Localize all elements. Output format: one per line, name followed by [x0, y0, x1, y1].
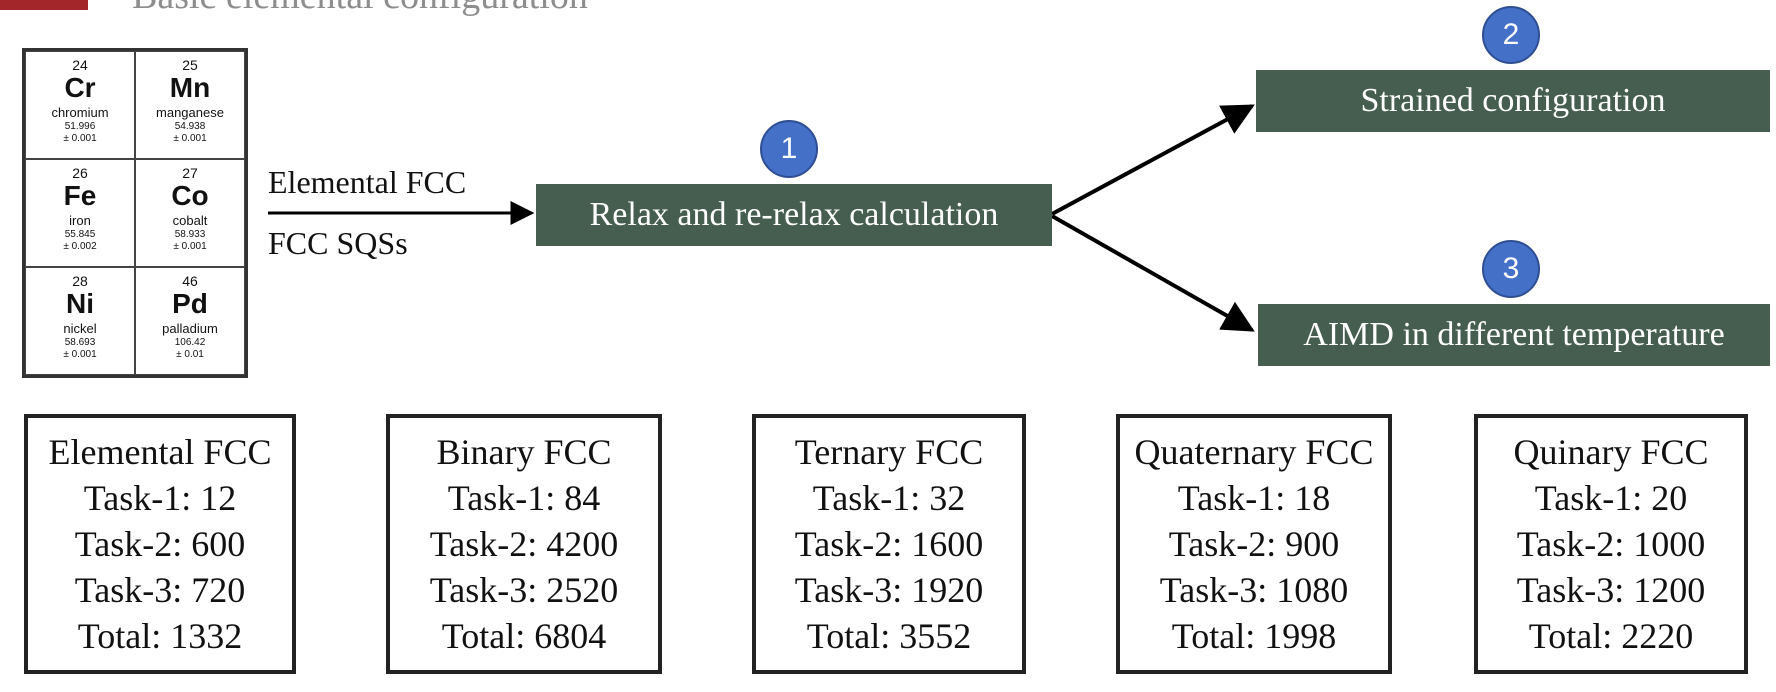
- task3-count: Task-3: 1080: [1159, 570, 1349, 610]
- task3-count: Task-3: 720: [74, 570, 246, 610]
- task2-count: Task-2: 1000: [1516, 524, 1706, 564]
- element-name: cobalt: [172, 213, 208, 228]
- elemental-fcc-label: Elemental FCC: [268, 164, 467, 200]
- task2-count: Task-2: 1600: [794, 524, 984, 564]
- mass-uncertainty: ± 0.001: [63, 349, 97, 360]
- total-count: Total: 3552: [806, 616, 972, 656]
- element-symbol: Co: [171, 180, 209, 211]
- element-name: nickel: [63, 321, 97, 336]
- count-box-quinary: Quinary FCC Task-1: 20 Task-2: 1000 Task…: [1474, 414, 1748, 674]
- element-cell-co: 27 Co cobalt 58.933 ± 0.001: [135, 159, 245, 267]
- element-symbol: Mn: [169, 72, 211, 103]
- element-cell-mn: 25 Mn manganese 54.938 ± 0.001: [135, 51, 245, 159]
- arrow-to-strained: [1051, 104, 1255, 216]
- task2-count: Task-2: 4200: [429, 524, 619, 564]
- total-count: Total: 1998: [1171, 616, 1337, 656]
- element-cell-cr: 24 Cr chromium 51.996 ± 0.001: [25, 51, 135, 159]
- element-symbol: Ni: [66, 288, 94, 319]
- count-box-ternary: Ternary FCC Task-1: 32 Task-2: 1600 Task…: [752, 414, 1026, 674]
- mass-uncertainty: ± 0.001: [63, 133, 97, 144]
- periodic-table: 24 Cr chromium 51.996 ± 0.001 25 Mn mang…: [22, 48, 248, 378]
- task3-count: Task-3: 2520: [429, 570, 619, 610]
- aimd-step-box: AIMD in different temperature: [1258, 304, 1770, 366]
- element-cell-ni: 28 Ni nickel 58.693 ± 0.001: [25, 267, 135, 375]
- atomic-number: 25: [182, 57, 198, 73]
- fcc-sqs-label: FCC SQSs: [268, 225, 408, 261]
- mass-uncertainty: ± 0.01: [176, 349, 204, 360]
- element-symbol: Pd: [172, 288, 208, 319]
- atomic-number: 27: [182, 165, 198, 181]
- mass-uncertainty: ± 0.001: [173, 133, 207, 144]
- step-badge-1: 1: [760, 120, 818, 178]
- count-box-title: Quinary FCC: [1513, 432, 1709, 472]
- atomic-mass: 51.996: [64, 121, 96, 132]
- element-symbol: Cr: [64, 72, 96, 103]
- task2-count: Task-2: 900: [1168, 524, 1340, 564]
- strained-step-box: Strained configuration: [1256, 70, 1770, 132]
- count-box-title: Elemental FCC: [48, 432, 272, 472]
- count-box-title: Quaternary FCC: [1134, 432, 1374, 472]
- total-count: Total: 6804: [441, 616, 607, 656]
- count-box-quaternary: Quaternary FCC Task-1: 18 Task-2: 900 Ta…: [1116, 414, 1392, 674]
- step-badge-2: 2: [1482, 6, 1540, 64]
- task1-count: Task-1: 20: [1534, 478, 1688, 518]
- task3-count: Task-3: 1200: [1516, 570, 1706, 610]
- atomic-mass: 58.933: [174, 229, 206, 240]
- page-title: Basic elemental configuration: [132, 0, 588, 18]
- atomic-mass: 54.938: [174, 121, 206, 132]
- task1-count: Task-1: 18: [1177, 478, 1331, 518]
- task2-count: Task-2: 600: [74, 524, 246, 564]
- title-accent-bar: [0, 0, 88, 10]
- count-box-elemental: Elemental FCC Task-1: 12 Task-2: 600 Tas…: [24, 414, 296, 674]
- atomic-number: 46: [182, 273, 198, 289]
- atomic-number: 26: [72, 165, 88, 181]
- task1-count: Task-1: 12: [83, 478, 237, 518]
- arrow-to-aimd: [1051, 214, 1255, 332]
- total-count: Total: 2220: [1528, 616, 1694, 656]
- element-name: manganese: [156, 105, 224, 120]
- total-count: Total: 1332: [77, 616, 243, 656]
- element-name: iron: [69, 213, 91, 228]
- atomic-mass: 58.693: [64, 337, 96, 348]
- atomic-mass: 106.42: [174, 337, 206, 348]
- element-symbol: Fe: [63, 180, 97, 211]
- element-name: palladium: [162, 321, 218, 336]
- count-box-binary: Binary FCC Task-1: 84 Task-2: 4200 Task-…: [386, 414, 662, 674]
- atomic-number: 28: [72, 273, 88, 289]
- element-cell-fe: 26 Fe iron 55.845 ± 0.002: [25, 159, 135, 267]
- atomic-number: 24: [72, 57, 88, 73]
- atomic-mass: 55.845: [64, 229, 96, 240]
- element-cell-pd: 46 Pd palladium 106.42 ± 0.01: [135, 267, 245, 375]
- mass-uncertainty: ± 0.002: [63, 241, 97, 252]
- count-box-title: Binary FCC: [436, 432, 612, 472]
- mass-uncertainty: ± 0.001: [173, 241, 207, 252]
- step-badge-3: 3: [1482, 240, 1540, 298]
- count-box-title: Ternary FCC: [794, 432, 984, 472]
- task1-count: Task-1: 84: [447, 478, 601, 518]
- task3-count: Task-3: 1920: [794, 570, 984, 610]
- element-name: chromium: [51, 105, 109, 120]
- task1-count: Task-1: 32: [812, 478, 966, 518]
- relax-step-box: Relax and re-relax calculation: [536, 184, 1052, 246]
